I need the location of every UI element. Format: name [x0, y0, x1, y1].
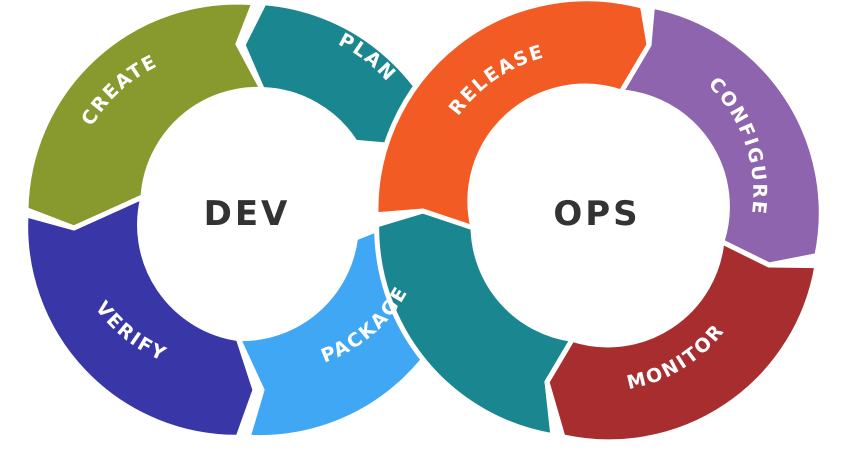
segment-create	[23, 0, 267, 231]
segment-configure	[617, 3, 824, 268]
dev-title: DEV	[204, 194, 291, 234]
segment-verify	[23, 192, 258, 440]
segment-release	[373, 0, 652, 232]
ops-title: OPS	[553, 194, 640, 234]
segment-monitor	[544, 237, 820, 445]
segment-ops-bridge	[374, 208, 577, 439]
